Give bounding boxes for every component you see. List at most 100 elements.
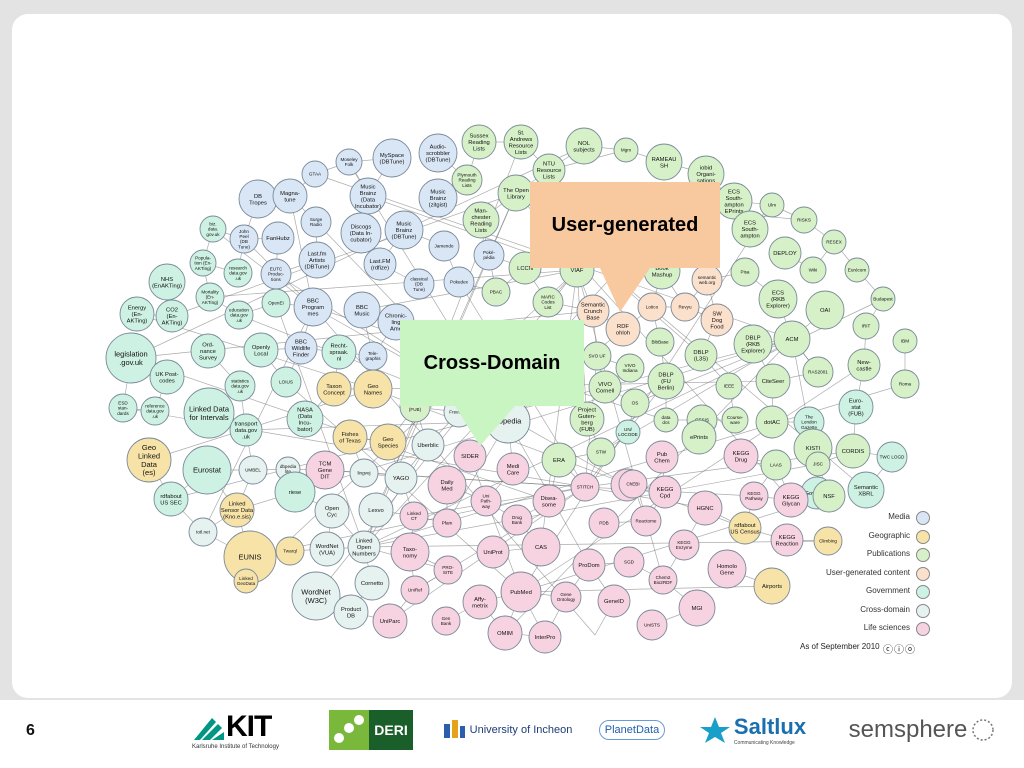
- dataset-node-label: HGNC: [696, 506, 713, 512]
- dataset-node-circle: [890, 369, 920, 399]
- dataset-node: PDB: [588, 507, 620, 539]
- dataset-node-circle: [411, 428, 445, 462]
- dataset-node-circle: [668, 529, 700, 561]
- dataset-node-label: EUNIS: [239, 553, 262, 562]
- dataset-node-label: Lexvo: [368, 508, 383, 514]
- dataset-node-circle: [347, 530, 381, 564]
- saltlux-emblem-icon: [699, 717, 730, 743]
- dataset-node: BibBase: [645, 327, 675, 357]
- legend-label: Government: [865, 586, 910, 595]
- dataset-node-label: Revyu: [678, 305, 691, 310]
- user-generated-label: User-generated: [551, 213, 699, 236]
- dataset-node: totl.net: [188, 517, 218, 547]
- dataset-node-label: Cornetto: [361, 581, 383, 587]
- dataset-node-label: Ulm: [768, 203, 776, 208]
- dataset-node-label: LAAS: [770, 463, 782, 468]
- dataset-node-label: SVO UF: [588, 354, 605, 359]
- dataset-node: CiteSeer: [755, 363, 791, 399]
- dataset-node: ACM: [773, 320, 811, 358]
- dataset-node: NHS(EnAKTing): [148, 263, 186, 301]
- dataset-node: RAS2001: [802, 356, 834, 388]
- dataset-node: IBM: [892, 328, 918, 354]
- deri-wordmark: DERI: [369, 710, 413, 750]
- dataset-node: UniProt: [476, 535, 510, 569]
- dataset-node-circle: [847, 471, 885, 509]
- dataset-node-circle: [618, 469, 648, 499]
- dataset-node: Ulm: [759, 192, 785, 218]
- creative-commons-icon: ⓒⓘⓞ: [883, 645, 916, 656]
- dataset-node-circle: [532, 484, 566, 518]
- dataset-node-label: BibBase: [651, 340, 669, 345]
- deri-emblem-icon: [329, 710, 369, 750]
- dataset-node-label: UniRef: [408, 588, 423, 593]
- dataset-node-label: CO2(En-AKTing): [162, 308, 183, 327]
- dataset-node-circle: [293, 287, 333, 327]
- dataset-node-label: FanHubz: [266, 236, 290, 242]
- dataset-node-circle: [433, 555, 463, 585]
- dataset-node-label: GTAA: [309, 172, 322, 177]
- dataset-node: WordNet(W3C): [291, 571, 341, 621]
- dataset-node-circle: [182, 445, 232, 495]
- dataset-node-label: biz.data.gov.uk: [206, 221, 220, 236]
- dataset-node-label: UN/LOCODE: [618, 427, 637, 437]
- dataset-node: RISKS: [790, 206, 818, 234]
- dataset-link: [469, 455, 522, 593]
- dataset-node-circle: [224, 300, 254, 330]
- dataset-node-label: Euro-stat(FUB): [848, 399, 864, 418]
- dataset-node-circle: [876, 441, 908, 473]
- dataset-node-label: RESEX: [826, 240, 842, 245]
- legend-swatch: [916, 511, 930, 525]
- legend-swatch: [916, 548, 930, 562]
- dataset-node-circle: [768, 236, 802, 270]
- kit-emblem-icon: [194, 718, 224, 740]
- dataset-node-label: PRO-SITE: [442, 565, 454, 575]
- dataset-node-label: legislation.gov.uk: [114, 349, 147, 366]
- dataset-node-circle: [586, 437, 616, 467]
- dataset-node-circle: [229, 413, 263, 447]
- dataset-node: Jamendo: [428, 230, 460, 262]
- dataset-node: SGD: [613, 546, 645, 578]
- dataset-node-label: YAGO: [393, 476, 410, 482]
- user-generated-callout-pointer: [600, 268, 650, 312]
- dataset-node: Lexvo: [358, 492, 394, 528]
- dataset-node-circle: [476, 535, 510, 569]
- dataset-node-label: lingvoj: [357, 471, 370, 476]
- dataset-node-label: Course-ware: [727, 415, 744, 425]
- dataset-node: UN/LOCODE: [615, 419, 641, 445]
- dataset-node-circle: [838, 389, 874, 425]
- dataset-node-circle: [678, 589, 716, 627]
- dataset-node-circle: [418, 178, 458, 218]
- dataset-node-circle: [261, 288, 291, 318]
- dataset-node-label: Twarql: [283, 549, 297, 554]
